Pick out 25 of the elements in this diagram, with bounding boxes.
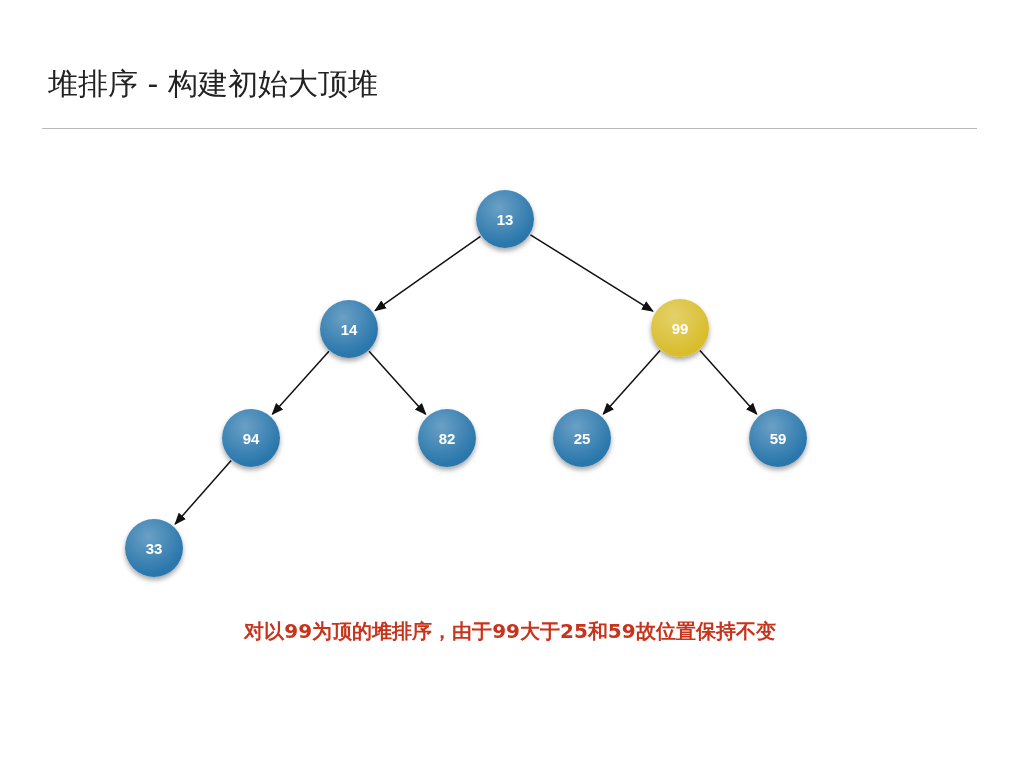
node-value: 82 [438, 429, 456, 447]
heap-node-circle [125, 519, 183, 577]
heap-node-circle [651, 299, 709, 357]
heap-node-circle [476, 190, 534, 248]
arrow [374, 235, 482, 312]
heap-node-circle [222, 409, 280, 467]
node-value: 59 [769, 429, 787, 447]
heap-node-circle [749, 409, 807, 467]
node-value: 94 [242, 429, 260, 447]
node-value: 14 [340, 320, 358, 338]
title: 堆排序 - 构建初始大顶堆 [48, 65, 378, 103]
note-text: 对以99为顶的堆排序，由于99大于25和59故位置保持不变 [244, 619, 776, 643]
node-value: 33 [145, 539, 163, 557]
arrow [529, 234, 654, 312]
arrow [699, 349, 758, 415]
arrow [602, 349, 661, 415]
heap-node-circle [418, 409, 476, 467]
arrow [271, 350, 330, 416]
heap-node-circle [320, 300, 378, 358]
node-value: 25 [573, 429, 591, 447]
arrow [174, 459, 232, 525]
arrow [368, 350, 427, 416]
node-value: 99 [671, 319, 689, 337]
node-value: 13 [496, 210, 514, 228]
heap-node-circle [553, 409, 611, 467]
